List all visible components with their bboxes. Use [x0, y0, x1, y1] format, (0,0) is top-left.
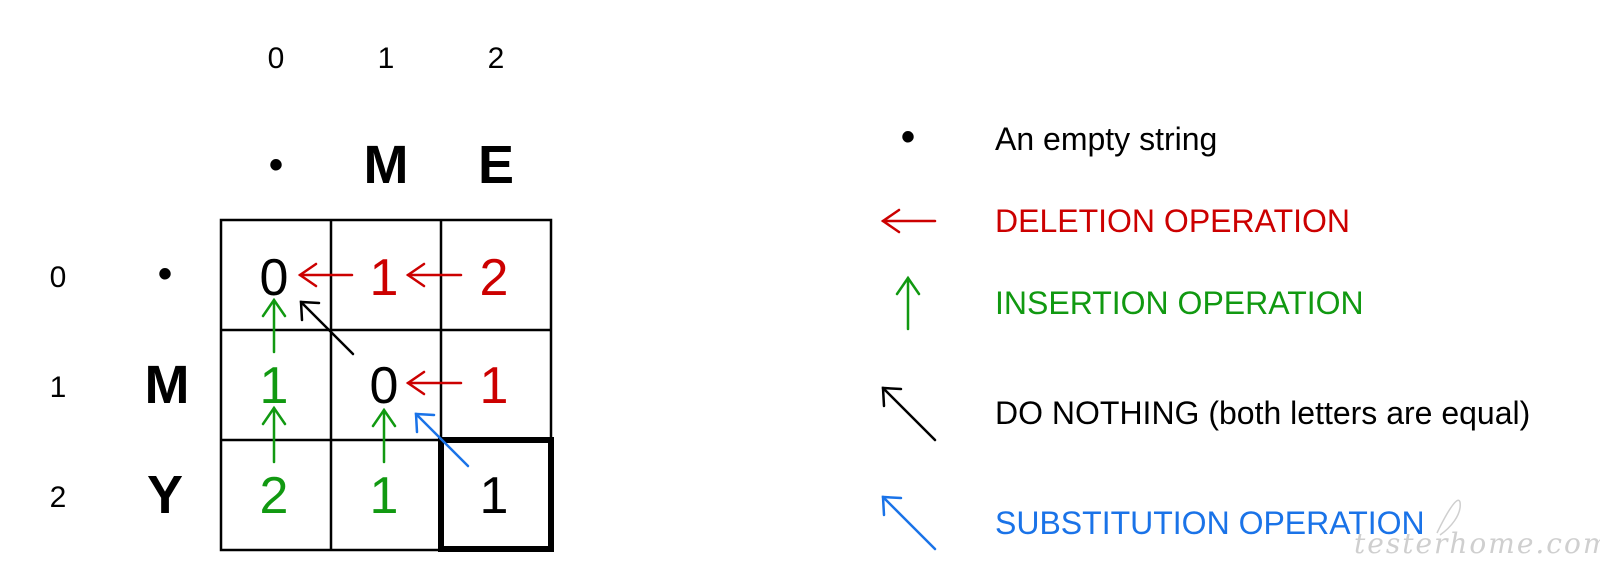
insertion-arrow — [261, 405, 287, 464]
column-indices: 0 1 2 — [268, 42, 505, 75]
column-index-1: 1 — [378, 42, 395, 75]
legend-empty-string-text: An empty string — [995, 121, 1217, 157]
column-index-2: 2 — [488, 42, 505, 75]
legend-do-nothing-text: DO NOTHING (both letters are equal) — [995, 395, 1530, 431]
legend-deletion-arrow — [880, 208, 937, 234]
cell-0-0: 0 — [260, 249, 289, 307]
deletion-arrow — [405, 370, 463, 396]
deletion-arrow — [297, 262, 354, 288]
watermark: testerhome.com — [1354, 527, 1600, 560]
column-letter-m: M — [364, 135, 409, 195]
row-letters: • M Y — [145, 252, 190, 525]
column-index-0: 0 — [268, 42, 285, 75]
legend-insertion-arrow — [895, 275, 921, 331]
cell-1-0: 1 — [260, 357, 289, 415]
legend-substitution-text: SUBSTITUTION OPERATION — [995, 505, 1425, 541]
legend-do-nothing-arrow — [881, 386, 937, 442]
watermark-squiggle — [1436, 499, 1461, 536]
row-letter-empty: • — [158, 252, 172, 296]
row-indices: 0 1 2 — [50, 261, 67, 514]
deletion-arrow — [405, 262, 463, 288]
matrix-values: 0 1 2 1 0 1 2 1 1 — [260, 249, 509, 525]
result-cell-highlight — [438, 437, 554, 552]
substitution-arrow — [414, 412, 470, 468]
row-index-2: 2 — [50, 481, 67, 514]
insertion-arrow — [261, 297, 287, 354]
row-index-0: 0 — [50, 261, 67, 294]
cell-0-1: 1 — [370, 249, 399, 307]
legend-substitution-arrow — [881, 495, 937, 551]
column-letters: • M E — [269, 135, 514, 195]
cell-2-1: 1 — [370, 467, 399, 525]
cell-1-1: 0 — [370, 357, 399, 415]
cell-2-2: 1 — [480, 467, 509, 525]
legend-deletion-text: DELETION OPERATION — [995, 203, 1350, 239]
column-letter-empty: • — [269, 143, 283, 187]
legend-insertion-text: INSERTION OPERATION — [995, 285, 1364, 321]
cell-1-2: 1 — [480, 357, 509, 415]
column-letter-e: E — [478, 135, 514, 195]
insertion-arrow — [371, 407, 397, 464]
legend: • An empty string DELETION OPERATION INS… — [880, 115, 1530, 551]
grid-border — [219, 218, 553, 552]
row-letter-m: M — [145, 355, 190, 415]
matrix-arrows — [261, 262, 470, 468]
row-index-1: 1 — [50, 371, 67, 404]
cell-2-0: 2 — [260, 467, 289, 525]
do-nothing-arrow — [299, 300, 355, 356]
row-letter-y: Y — [147, 465, 183, 525]
cell-0-2: 2 — [480, 249, 509, 307]
legend-empty-symbol: • — [901, 115, 915, 159]
